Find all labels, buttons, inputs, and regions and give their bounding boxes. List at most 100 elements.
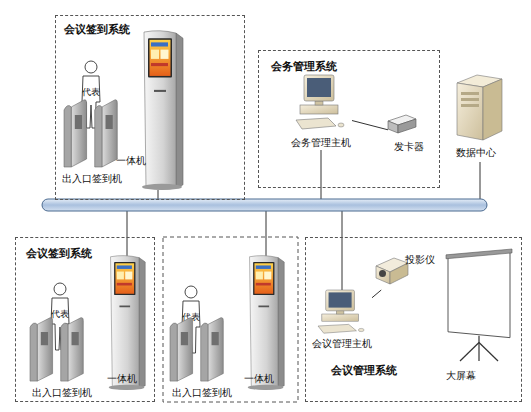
data-center-server: 数据中心 [452, 75, 507, 163]
kiosk-base [142, 184, 182, 190]
projector: 投影仪 [374, 250, 436, 290]
kiosk-display [115, 263, 134, 293]
monitor-body [326, 290, 355, 311]
gate-checkin-machine-art [64, 97, 120, 169]
gate-side [37, 318, 52, 381]
card-slot [154, 90, 166, 92]
gate-front [95, 106, 102, 167]
kiosk-terminal-art [140, 30, 185, 190]
card-issuer: 发卡器 [388, 115, 428, 155]
drive-bay [461, 104, 479, 107]
data-center-server-art [457, 75, 502, 140]
tripod-leg [460, 343, 479, 362]
device-label: 投影仪 [405, 254, 435, 266]
tripod-leg [479, 343, 498, 362]
group-title: 会务管理系统 [271, 60, 337, 73]
gate-window [75, 115, 82, 129]
kiosk-bezel [114, 262, 135, 295]
screen-surface [448, 251, 510, 338]
reader-side [398, 119, 416, 133]
projector-side [390, 263, 408, 284]
server-front [457, 83, 483, 140]
host-computer-art [296, 75, 346, 130]
kiosk-display [150, 40, 171, 76]
projector-lens [379, 270, 386, 277]
device-label: 出入口签到机 [62, 173, 122, 185]
device-label: 会务管理主机 [291, 137, 351, 149]
person-head [54, 283, 66, 295]
gate-checkin-machine-art [170, 315, 226, 383]
kiosk-side [139, 258, 145, 389]
gate-checkin-machine: 出入口签到机 [60, 97, 140, 187]
bus-drop [342, 210, 343, 292]
kiosk-terminal: 一体机 [85, 255, 150, 395]
gate-front [170, 323, 177, 381]
device-label: 出入口签到机 [32, 387, 92, 399]
gate-side [102, 100, 117, 167]
keyboard [296, 118, 336, 129]
projection-screen-art [444, 250, 514, 362]
kiosk-base [248, 385, 284, 390]
kiosk-terminal-art [107, 255, 147, 390]
monitor-body [304, 75, 334, 101]
network-bus [42, 199, 487, 211]
display-panel [264, 272, 271, 280]
gate-side [68, 318, 83, 381]
connector-line [352, 121, 388, 130]
device-label: 一体机 [244, 373, 274, 385]
kiosk-base [109, 385, 145, 390]
pc-case [300, 105, 338, 114]
gate-window [106, 115, 113, 129]
bus-drop [480, 162, 481, 200]
display-bar [151, 42, 168, 46]
kiosk-body [111, 256, 139, 390]
group-title: 会议签到系统 [26, 247, 92, 260]
kiosk-display [254, 263, 273, 293]
display-bar [117, 283, 132, 286]
keyboard [318, 324, 356, 333]
display-panel [161, 50, 169, 59]
device-label: 出入口签到机 [172, 387, 232, 399]
display-bar [117, 265, 132, 268]
mouse [358, 328, 364, 331]
gate-side [71, 100, 86, 167]
projector-art [374, 254, 409, 287]
projection-screen: 大屏幕 [440, 250, 518, 390]
system-group: 会议签到系统代表出入口签到机一体机 [15, 237, 155, 402]
group-title: 会议管理系统 [331, 364, 397, 377]
connector-line [372, 290, 381, 298]
display-panel [151, 50, 159, 59]
drive-bay [461, 92, 479, 95]
kiosk-terminal: 一体机 [112, 30, 187, 195]
server-side [483, 79, 502, 140]
gate-side [177, 318, 192, 381]
gate-window [212, 332, 219, 345]
gate-checkin-machine: 出入口签到机 [168, 315, 248, 401]
gate-checkin-machine-art [30, 315, 86, 383]
device-label: 大屏幕 [446, 370, 476, 382]
gate-window [72, 332, 79, 345]
group-title: 会议签到系统 [64, 23, 130, 36]
group-frame [163, 237, 298, 402]
display-bar [256, 265, 271, 268]
mouse [338, 123, 344, 127]
device-label: 代表 [51, 308, 69, 320]
monitor-stand [315, 101, 323, 105]
tripod-leg [478, 336, 479, 361]
card-slot [119, 306, 130, 308]
monitor-screen [307, 78, 331, 97]
device-label: 会议管理主机 [312, 338, 372, 350]
bus-drop [321, 150, 322, 200]
projector-front [376, 266, 390, 284]
drive-bay [461, 98, 479, 101]
device-label: 数据中心 [456, 147, 496, 159]
gate-side [208, 318, 223, 381]
gate-window [181, 332, 188, 345]
screen-roller [446, 249, 512, 259]
card-issuer-art [388, 115, 416, 133]
system-group: 会务管理系统会务管理主机 发卡器 [258, 50, 440, 188]
gate-front [201, 323, 208, 381]
gate-front [64, 106, 71, 167]
display-panel [117, 272, 124, 280]
